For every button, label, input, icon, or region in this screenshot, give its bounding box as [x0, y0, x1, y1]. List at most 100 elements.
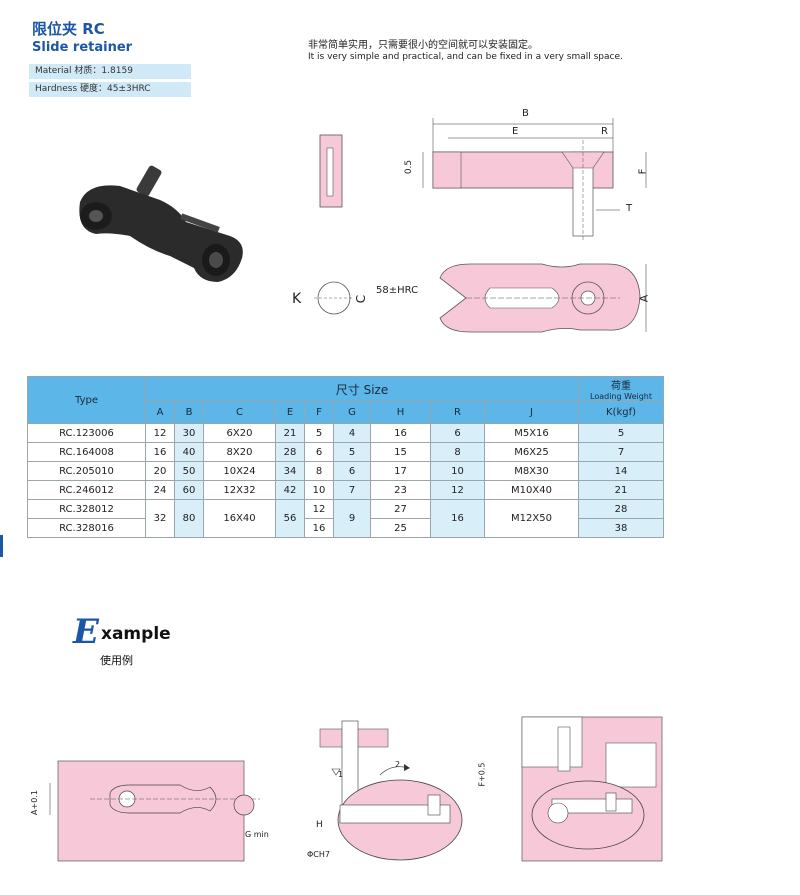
table-row: RC.123006 12 30 6X20 21 5 4 16 6 M5X16 5 [27, 423, 665, 443]
cell-g: 5 [333, 442, 371, 462]
cell-k: 28 [578, 499, 665, 519]
material-spec: Material 材质：1.8159 [29, 64, 191, 79]
cell-g: 7 [333, 480, 371, 500]
cell-h: 17 [370, 461, 431, 481]
cell-b: 30 [174, 423, 204, 443]
cell-j: M12X50 [483, 499, 580, 538]
label-k: K [292, 291, 302, 307]
col-r: R [430, 401, 485, 424]
cell-r: 12 [430, 480, 485, 500]
cell-r: 10 [430, 461, 485, 481]
cell-a: 20 [145, 461, 175, 481]
label-e: E [512, 126, 519, 137]
label-r: R [601, 126, 608, 137]
cell-type: RC.164008 [27, 442, 146, 462]
cell-b: 50 [174, 461, 204, 481]
col-h: H [370, 401, 431, 424]
cell-k: 21 [578, 480, 665, 500]
cell-type: RC.246012 [27, 480, 146, 500]
cell-b: 80 [174, 499, 204, 538]
cell-c: 10X24 [203, 461, 276, 481]
label-h: H [316, 820, 323, 830]
label-f: F [637, 168, 649, 175]
label-g-min: G min [245, 830, 269, 839]
size-header: 尺寸 Size [144, 376, 580, 402]
cell-type: RC.328016 [27, 518, 146, 538]
cell-j: M8X30 [483, 461, 580, 481]
label-a: A [637, 294, 651, 303]
cell-r: 8 [430, 442, 485, 462]
cell-k: 38 [578, 518, 665, 538]
table-row: RC.164008 16 40 8X20 28 6 5 15 8 M6X25 7 [27, 442, 665, 462]
cell-j: M5X16 [483, 423, 580, 443]
product-photo [79, 165, 243, 282]
example-title-initial: E [73, 612, 99, 652]
cell-c: 12X32 [203, 480, 276, 500]
cell-f: 8 [304, 461, 334, 481]
cell-h: 27 [370, 499, 431, 519]
cell-h: 25 [370, 518, 431, 538]
example-drawing-middle [319, 720, 463, 861]
cell-type: RC.205010 [27, 461, 146, 481]
example-drawing-left [49, 760, 260, 862]
cell-k: 14 [578, 461, 665, 481]
cell-e: 21 [275, 423, 305, 443]
example-drawing-right [521, 716, 663, 862]
cell-g: 6 [333, 461, 371, 481]
label-arrow-1: 1 [338, 770, 344, 779]
col-a: A [145, 401, 175, 424]
label-hrc: 58±HRC [376, 285, 419, 296]
col-j: J [483, 401, 580, 424]
cell-g: 9 [333, 499, 371, 538]
label-phi-ch7: ΦCH7 [307, 850, 330, 859]
col-b: B [174, 401, 204, 424]
cell-type: RC.123006 [27, 423, 146, 443]
example-title: xample [101, 624, 171, 644]
example-title-cn: 使用例 [100, 654, 133, 667]
cell-e: 28 [275, 442, 305, 462]
cell-a: 24 [145, 480, 175, 500]
col-f: F [304, 401, 334, 424]
cell-r: 6 [430, 423, 485, 443]
weight-header-en: Loading Weight [590, 392, 652, 401]
label-a-tolerance: A+0.1 [29, 790, 39, 815]
cell-a: 12 [145, 423, 175, 443]
col-c: C [203, 401, 276, 424]
label-05: 0.5 [404, 159, 415, 175]
label-t: T [626, 203, 633, 214]
cell-k: 5 [578, 423, 665, 443]
cell-r: 16 [430, 499, 485, 538]
cell-h: 23 [370, 480, 431, 500]
cell-g: 4 [333, 423, 371, 443]
cell-h: 16 [370, 423, 431, 443]
label-b: B [522, 108, 529, 119]
cell-k: 7 [578, 442, 665, 462]
page-edge-marker [0, 535, 3, 557]
label-arrow-2: 2 [395, 760, 401, 769]
cell-e: 34 [275, 461, 305, 481]
cell-a: 16 [145, 442, 175, 462]
description-cn: 非常简单实用，只需要很小的空间就可以安装固定。 [308, 40, 538, 51]
cell-f: 10 [304, 480, 334, 500]
weight-header: 荷重 Loading Weight [578, 376, 665, 402]
page-title: 限位夹 RC [32, 20, 105, 38]
cell-b: 40 [174, 442, 204, 462]
cell-e: 56 [275, 499, 305, 538]
cell-f: 6 [304, 442, 334, 462]
col-e: E [275, 401, 305, 424]
table-row: RC.328016 16 25 38 [27, 518, 665, 538]
weight-header-cn: 荷重 [611, 381, 632, 392]
cell-f: 16 [304, 518, 334, 538]
table-row: RC.205010 20 50 10X24 34 8 6 17 10 M8X30… [27, 461, 665, 481]
cell-j: M10X40 [483, 480, 580, 500]
col-g: G [333, 401, 371, 424]
col-k: K(kgf) [578, 401, 665, 424]
type-header: Type [27, 376, 146, 424]
cell-f: 12 [304, 499, 334, 519]
label-f-tolerance: F+0.5 [477, 762, 487, 787]
cell-b: 60 [174, 480, 204, 500]
cell-c: 8X20 [203, 442, 276, 462]
cell-type: RC.328012 [27, 499, 146, 519]
dimension-drawing [314, 118, 647, 333]
page-subtitle: Slide retainer [32, 40, 133, 55]
